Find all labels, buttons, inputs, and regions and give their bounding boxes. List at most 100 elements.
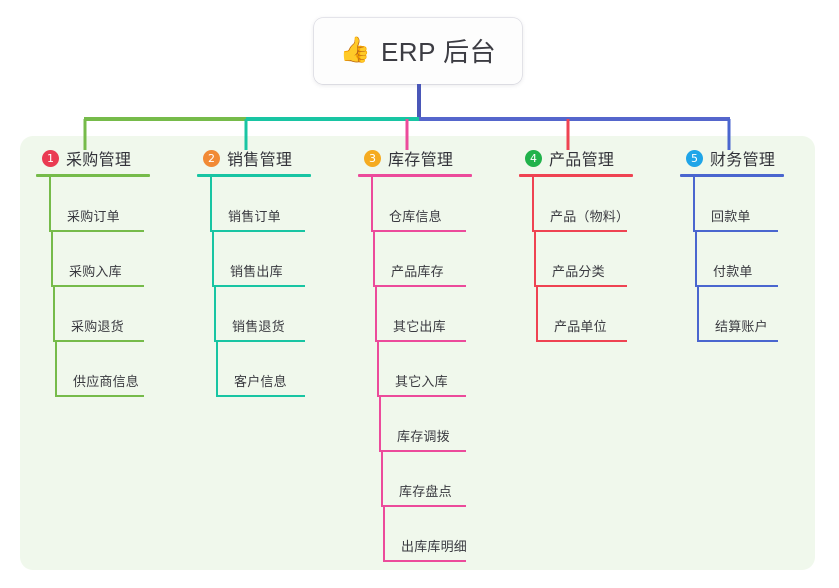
list-item[interactable]: 产品（物料） [519,177,669,232]
item-underline [693,230,778,232]
item-stem [373,232,375,287]
item-label: 产品单位 [554,319,607,334]
item-label: 销售退货 [232,319,285,334]
list-item[interactable]: 销售退货 [197,287,347,342]
column-rule-2 [197,174,311,177]
item-label: 采购入库 [69,264,122,279]
item-label: 付款单 [713,264,753,279]
list-item[interactable]: 销售出库 [197,232,347,287]
item-label: 库存调拨 [397,429,450,444]
item-underline [55,395,144,397]
root-node-content: 👍 ERP 后台 [340,32,496,69]
item-underline [49,230,144,232]
item-label: 回款单 [711,209,751,224]
list-item[interactable]: 其它出库 [358,287,508,342]
item-stem [51,232,53,287]
item-stem [375,287,377,342]
item-stem [216,342,218,397]
column-items-2: 销售订单销售出库销售退货客户信息 [197,177,347,397]
item-stem [53,287,55,342]
list-item[interactable]: 采购订单 [36,177,186,232]
list-item[interactable]: 产品库存 [358,232,508,287]
item-underline [53,340,144,342]
list-item[interactable]: 结算账户 [680,287,820,342]
item-stem [377,342,379,397]
item-stem [214,287,216,342]
column-items-3: 仓库信息产品库存其它出库其它入库库存调拨库存盘点出库库明细 [358,177,508,562]
item-label: 供应商信息 [73,374,140,389]
column-title-1: 采购管理 [66,152,132,169]
item-underline [697,340,778,342]
item-underline [214,340,305,342]
column-rule-5 [680,174,784,177]
list-item[interactable]: 回款单 [680,177,820,232]
column-badge-5: 5 [686,149,703,167]
column-badge-3: 3 [364,149,381,167]
item-label: 客户信息 [234,374,287,389]
column-title-3: 库存管理 [388,152,454,169]
list-item[interactable]: 库存调拨 [358,397,508,452]
item-stem [381,452,383,507]
item-stem [536,287,538,342]
list-item[interactable]: 销售订单 [197,177,347,232]
item-underline [212,285,305,287]
list-item[interactable]: 客户信息 [197,342,347,397]
column-rule-1 [36,174,150,177]
item-underline [534,285,627,287]
item-stem [534,232,536,287]
item-stem [693,177,695,232]
item-underline [379,450,466,452]
item-label: 仓库信息 [389,209,442,224]
item-stem [697,287,699,342]
column-rule-4 [519,174,633,177]
list-item[interactable]: 采购入库 [36,232,186,287]
list-item[interactable]: 仓库信息 [358,177,508,232]
column-1: 1 采购管理采购订单采购入库采购退货供应商信息 [36,146,186,397]
list-item[interactable]: 采购退货 [36,287,186,342]
list-item[interactable]: 付款单 [680,232,820,287]
column-title-4: 产品管理 [549,152,615,169]
item-underline [373,285,466,287]
item-stem [212,232,214,287]
column-title-5: 财务管理 [710,152,776,169]
list-item[interactable]: 其它入库 [358,342,508,397]
list-item[interactable]: 产品分类 [519,232,669,287]
root-node-card[interactable]: 👍 ERP 后台 [314,18,522,84]
item-stem [695,232,697,287]
item-underline [383,560,466,562]
thumbs-up-icon: 👍 [339,35,371,64]
item-label: 其它出库 [393,319,446,334]
item-label: 出库库明细 [401,539,468,554]
item-label: 产品（物料） [550,209,630,224]
item-label: 产品分类 [552,264,605,279]
item-label: 库存盘点 [399,484,452,499]
column-header-3[interactable]: 3 库存管理 [358,146,508,170]
item-underline [371,230,466,232]
list-item[interactable]: 供应商信息 [36,342,186,397]
column-header-5[interactable]: 5 财务管理 [680,146,820,170]
column-header-1[interactable]: 1 采购管理 [36,146,186,170]
list-item[interactable]: 库存盘点 [358,452,508,507]
column-rule-3 [358,174,472,177]
item-stem [371,177,373,232]
column-badge-1: 1 [42,149,59,167]
item-stem [383,507,385,562]
list-item[interactable]: 出库库明细 [358,507,508,562]
item-stem [55,342,57,397]
item-underline [536,340,627,342]
column-badge-2: 2 [203,149,220,167]
item-underline [210,230,305,232]
item-underline [532,230,627,232]
item-underline [375,340,466,342]
item-underline [695,285,778,287]
item-label: 采购退货 [71,319,124,334]
item-label: 其它入库 [395,374,448,389]
item-stem [210,177,212,232]
item-underline [377,395,466,397]
list-item[interactable]: 产品单位 [519,287,669,342]
item-underline [381,505,466,507]
